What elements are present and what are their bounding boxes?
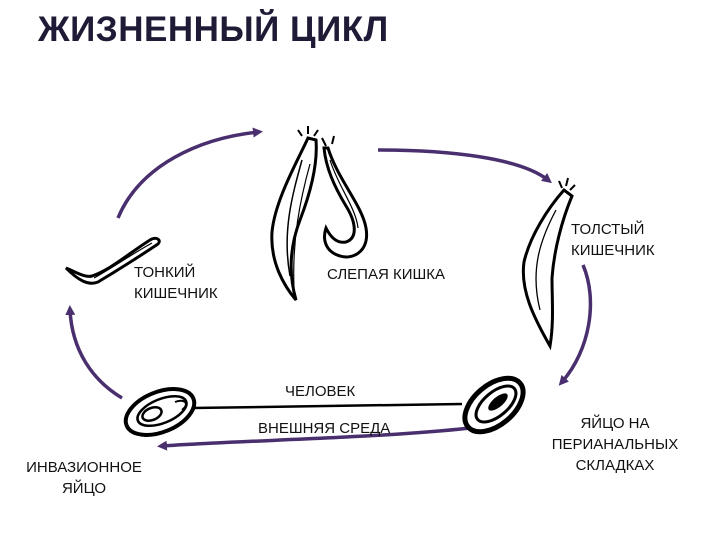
arrow-perianal-to-invasive <box>157 426 471 451</box>
worm-large-intestine-illustration <box>521 177 576 351</box>
arrow-small-to-cecum <box>116 127 263 219</box>
label-perianal-egg: ЯЙЦО НА ПЕРИАНАЛЬНЫХ СКЛАДКАХ <box>551 415 679 474</box>
arrow-large-to-perianal <box>558 264 593 386</box>
label-invasive-egg: ИНВАЗИОННОЕ ЯЙЦО <box>26 459 142 497</box>
arrow-cecum-to-large <box>377 148 552 184</box>
diagram-title: ЖИЗНЕННЫЙ ЦИКЛ <box>38 10 389 49</box>
arrow-invasive-to-small <box>65 305 123 400</box>
larva-small-intestine-illustration <box>64 236 161 285</box>
egg-invasive-illustration <box>123 387 197 437</box>
label-large-intestine: ТОЛСТЫЙ КИШЕЧНИК <box>571 221 655 259</box>
label-small-intestine: ТОНКИЙ КИШЕЧНИК <box>134 264 218 302</box>
human-environment-divider <box>191 402 463 410</box>
egg-perianal-illustration <box>462 375 526 435</box>
label-human: ЧЕЛОВЕК <box>285 383 356 400</box>
label-cecum: СЛЕПАЯ КИШКА <box>327 266 445 283</box>
worms-cecum-illustration <box>270 126 369 301</box>
label-environment: ВНЕШНЯЯ СРЕДА <box>258 420 391 437</box>
